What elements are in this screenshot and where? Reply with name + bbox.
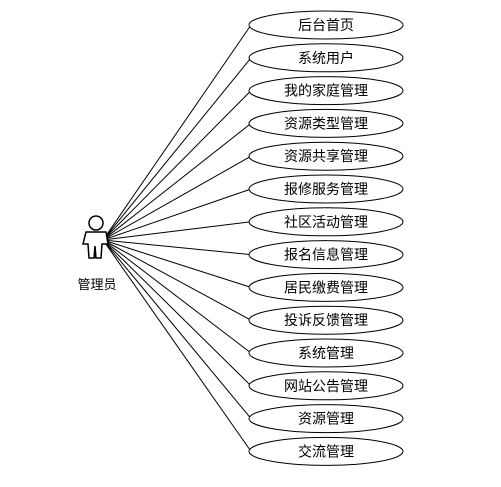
use-case: 我的家庭管理 xyxy=(248,76,404,106)
use-case-ellipse xyxy=(248,240,404,270)
use-case-label: 居民缴费管理 xyxy=(284,280,368,296)
use-case-ellipse xyxy=(248,10,404,40)
association-line xyxy=(102,239,252,387)
association-line xyxy=(102,57,252,241)
use-case-label: 资源类型管理 xyxy=(284,116,368,132)
association-line xyxy=(102,123,252,241)
use-case: 居民缴费管理 xyxy=(248,272,404,302)
use-case: 后台首页 xyxy=(248,10,404,40)
use-case-ellipse xyxy=(248,272,404,302)
use-case-label: 后台首页 xyxy=(298,18,354,34)
actor-admin: 管理员 xyxy=(77,215,117,293)
use-case-ellipse xyxy=(248,174,404,204)
use-case-label: 投诉反馈管理 xyxy=(284,313,368,329)
use-case-label: 网站公告管理 xyxy=(284,379,368,395)
use-case-label: 我的家庭管理 xyxy=(284,83,368,100)
association-line xyxy=(102,239,252,354)
use-case-label: 资源管理 xyxy=(298,412,354,428)
use-case: 社区活动管理 xyxy=(248,207,404,237)
association-line xyxy=(102,239,252,419)
association-line xyxy=(102,239,252,321)
use-case-label: 系统管理 xyxy=(298,346,354,362)
use-case: 投诉反馈管理 xyxy=(248,305,404,335)
use-case: 报修服务管理 xyxy=(248,174,404,204)
use-case-label: 交流管理 xyxy=(298,443,354,460)
association-line xyxy=(102,24,252,241)
association-line xyxy=(102,239,252,256)
association-line xyxy=(102,90,252,241)
use-case-label: 社区活动管理 xyxy=(284,215,368,231)
association-line xyxy=(102,239,252,452)
use-case-label: 报名信息管理 xyxy=(284,247,368,264)
use-case-ellipse xyxy=(248,141,404,171)
use-case-ellipse xyxy=(248,436,404,466)
association-lines xyxy=(102,24,252,452)
use-case-ellipse xyxy=(248,305,404,335)
actor-label: 管理员 xyxy=(77,278,116,293)
use-case: 资源管理 xyxy=(248,404,404,434)
use-case: 报名信息管理 xyxy=(248,240,404,270)
use-case-ellipse xyxy=(248,404,404,434)
use-case-ellipse xyxy=(248,371,404,401)
use-case-ellipse xyxy=(248,76,404,106)
person-icon xyxy=(82,215,109,259)
use-case-label: 资源共享管理 xyxy=(284,148,368,165)
association-line xyxy=(102,155,252,241)
association-line xyxy=(102,239,252,288)
use-case-label: 报修服务管理 xyxy=(284,182,368,198)
use-case: 资源类型管理 xyxy=(248,108,404,138)
use-case: 系统管理 xyxy=(248,338,404,368)
use-case-ellipse xyxy=(248,207,404,237)
use-case: 交流管理 xyxy=(248,436,404,466)
use-case: 网站公告管理 xyxy=(248,371,404,401)
use-case-ellipse xyxy=(248,43,404,73)
use-case-label: 系统用户 xyxy=(298,50,354,67)
association-line xyxy=(102,221,252,241)
use-case-list: 后台首页系统用户我的家庭管理资源类型管理资源共享管理报修服务管理社区活动管理报名… xyxy=(248,10,404,466)
use-case: 资源共享管理 xyxy=(248,141,404,171)
use-case-ellipse xyxy=(248,108,404,138)
use-case: 系统用户 xyxy=(248,43,404,73)
association-line xyxy=(102,188,252,241)
use-case-ellipse xyxy=(248,338,404,368)
